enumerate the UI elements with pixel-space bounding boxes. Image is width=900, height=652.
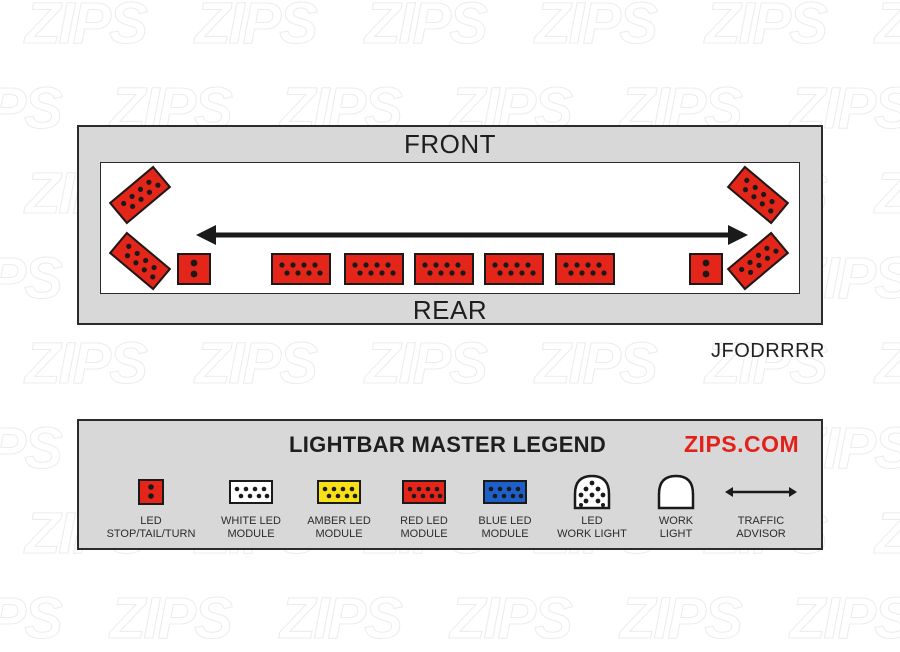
watermark-text: ZIPS [25, 331, 149, 397]
legend-item-work-light: WORK LIGHT [628, 473, 724, 545]
watermark-text: ZIPS [875, 0, 900, 57]
watermark-text: ZIPS [790, 586, 900, 652]
front-label: FRONT [403, 129, 497, 159]
watermark-text: ZIPS [0, 416, 63, 482]
legend-label-line2: STOP/TAIL/TURN [106, 528, 196, 540]
watermark-text: ZIPS [705, 0, 829, 57]
legend-label-line2: MODULE [400, 528, 448, 540]
stop-tail-turn-icon [702, 259, 710, 278]
watermark-text: ZIPS [0, 586, 63, 652]
watermark-text: ZIPS [195, 0, 319, 57]
legend-label-line1: WORK [658, 515, 694, 527]
stop-tail-turn-icon [190, 259, 198, 278]
left-front-corner-module [108, 165, 172, 225]
rear-red-led-module-1 [271, 253, 331, 285]
module-dots-icon [121, 179, 161, 210]
module-dots-icon [742, 177, 775, 214]
watermark-text: ZIPS [620, 586, 744, 652]
watermark-text: ZIPS [875, 160, 900, 227]
lightbar-master-legend: LIGHTBAR MASTER LEGEND ZIPS.COM LED STOP… [77, 419, 823, 550]
watermark-text: ZIPS [535, 0, 659, 57]
watermark-text: ZIPS [0, 246, 63, 312]
legend-item-amber-led-module: AMBER LED MODULE [291, 473, 387, 545]
lightbar-inner-area [100, 162, 800, 294]
watermark-text: ZIPS [110, 586, 234, 652]
watermark-text: ZIPS [25, 0, 149, 57]
module-dots-icon [563, 262, 607, 276]
rear-label: REAR [412, 295, 488, 325]
legend-label-line1: LED [581, 515, 603, 527]
watermark-text: ZIPS [0, 76, 63, 142]
watermark-text: ZIPS [280, 586, 404, 652]
legend-label-line1: LED [140, 515, 162, 527]
right-stop-tail-turn-light [689, 253, 723, 285]
watermark-text: ZIPS [875, 330, 900, 397]
amber-led-module-icon [317, 480, 361, 504]
module-dots-icon [279, 262, 323, 276]
module-dots-icon [492, 262, 536, 276]
watermark-text: ZIPS [875, 500, 900, 567]
model-code: JFODRRRR [711, 340, 825, 362]
module-dots-icon [124, 243, 157, 280]
rear-red-led-module-3 [414, 253, 474, 285]
legend-label-line1: TRAFFIC [737, 515, 785, 527]
work-light-icon [657, 474, 695, 510]
red-led-module-icon [402, 480, 446, 504]
legend-label-line1: BLUE LED [478, 515, 532, 527]
watermark-text: ZIPS [365, 0, 489, 57]
stop-tail-turn-icon [138, 479, 164, 505]
rear-red-led-module-5 [555, 253, 615, 285]
left-rear-corner-module [108, 231, 172, 291]
right-rear-corner-module [726, 231, 790, 291]
legend-label-line2: ADVISOR [736, 528, 786, 540]
legend-label-line2: MODULE [315, 528, 363, 540]
lightbar-diagram: FRONT [77, 125, 823, 325]
left-stop-tail-turn-light [177, 253, 211, 285]
legend-item-red-led-module: RED LED MODULE [376, 473, 472, 545]
rear-red-led-module-2 [344, 253, 404, 285]
module-dots-icon [422, 262, 466, 276]
legend-label-line2: LIGHT [659, 528, 693, 540]
legend-label-line2: MODULE [227, 528, 275, 540]
watermark-text: ZIPS [535, 331, 659, 397]
white-led-module-icon [229, 480, 273, 504]
legend-title: LIGHTBAR MASTER LEGEND [289, 432, 607, 457]
legend-label-line2: WORK LIGHT [557, 528, 627, 540]
led-work-light-icon [573, 474, 611, 510]
legend-label-line1: WHITE LED [221, 515, 281, 527]
module-dots-icon [739, 245, 779, 276]
legend-label-line1: RED LED [400, 515, 448, 527]
traffic-advisor-arrow-icon [196, 225, 748, 245]
traffic-advisor-icon [725, 487, 797, 497]
legend-item-traffic-advisor: TRAFFIC ADVISOR [713, 473, 809, 545]
rear-red-led-module-4 [484, 253, 544, 285]
legend-item-white-led-module: WHITE LED MODULE [203, 473, 299, 545]
legend-item-blue-led-module: BLUE LED MODULE [457, 473, 553, 545]
right-front-corner-module [726, 165, 790, 225]
brand-link[interactable]: ZIPS.COM [684, 431, 800, 457]
legend-label-line1: AMBER LED [307, 515, 371, 527]
watermark-text: ZIPS [450, 586, 574, 652]
legend-label-line2: MODULE [481, 528, 529, 540]
watermark-text: ZIPS [195, 331, 319, 397]
module-dots-icon [352, 262, 396, 276]
watermark-text: ZIPS [365, 331, 489, 397]
legend-item-led-work-light: LED WORK LIGHT [544, 473, 640, 545]
legend-item-stop-tail-turn: LED STOP/TAIL/TURN [103, 473, 199, 545]
blue-led-module-icon [483, 480, 527, 504]
